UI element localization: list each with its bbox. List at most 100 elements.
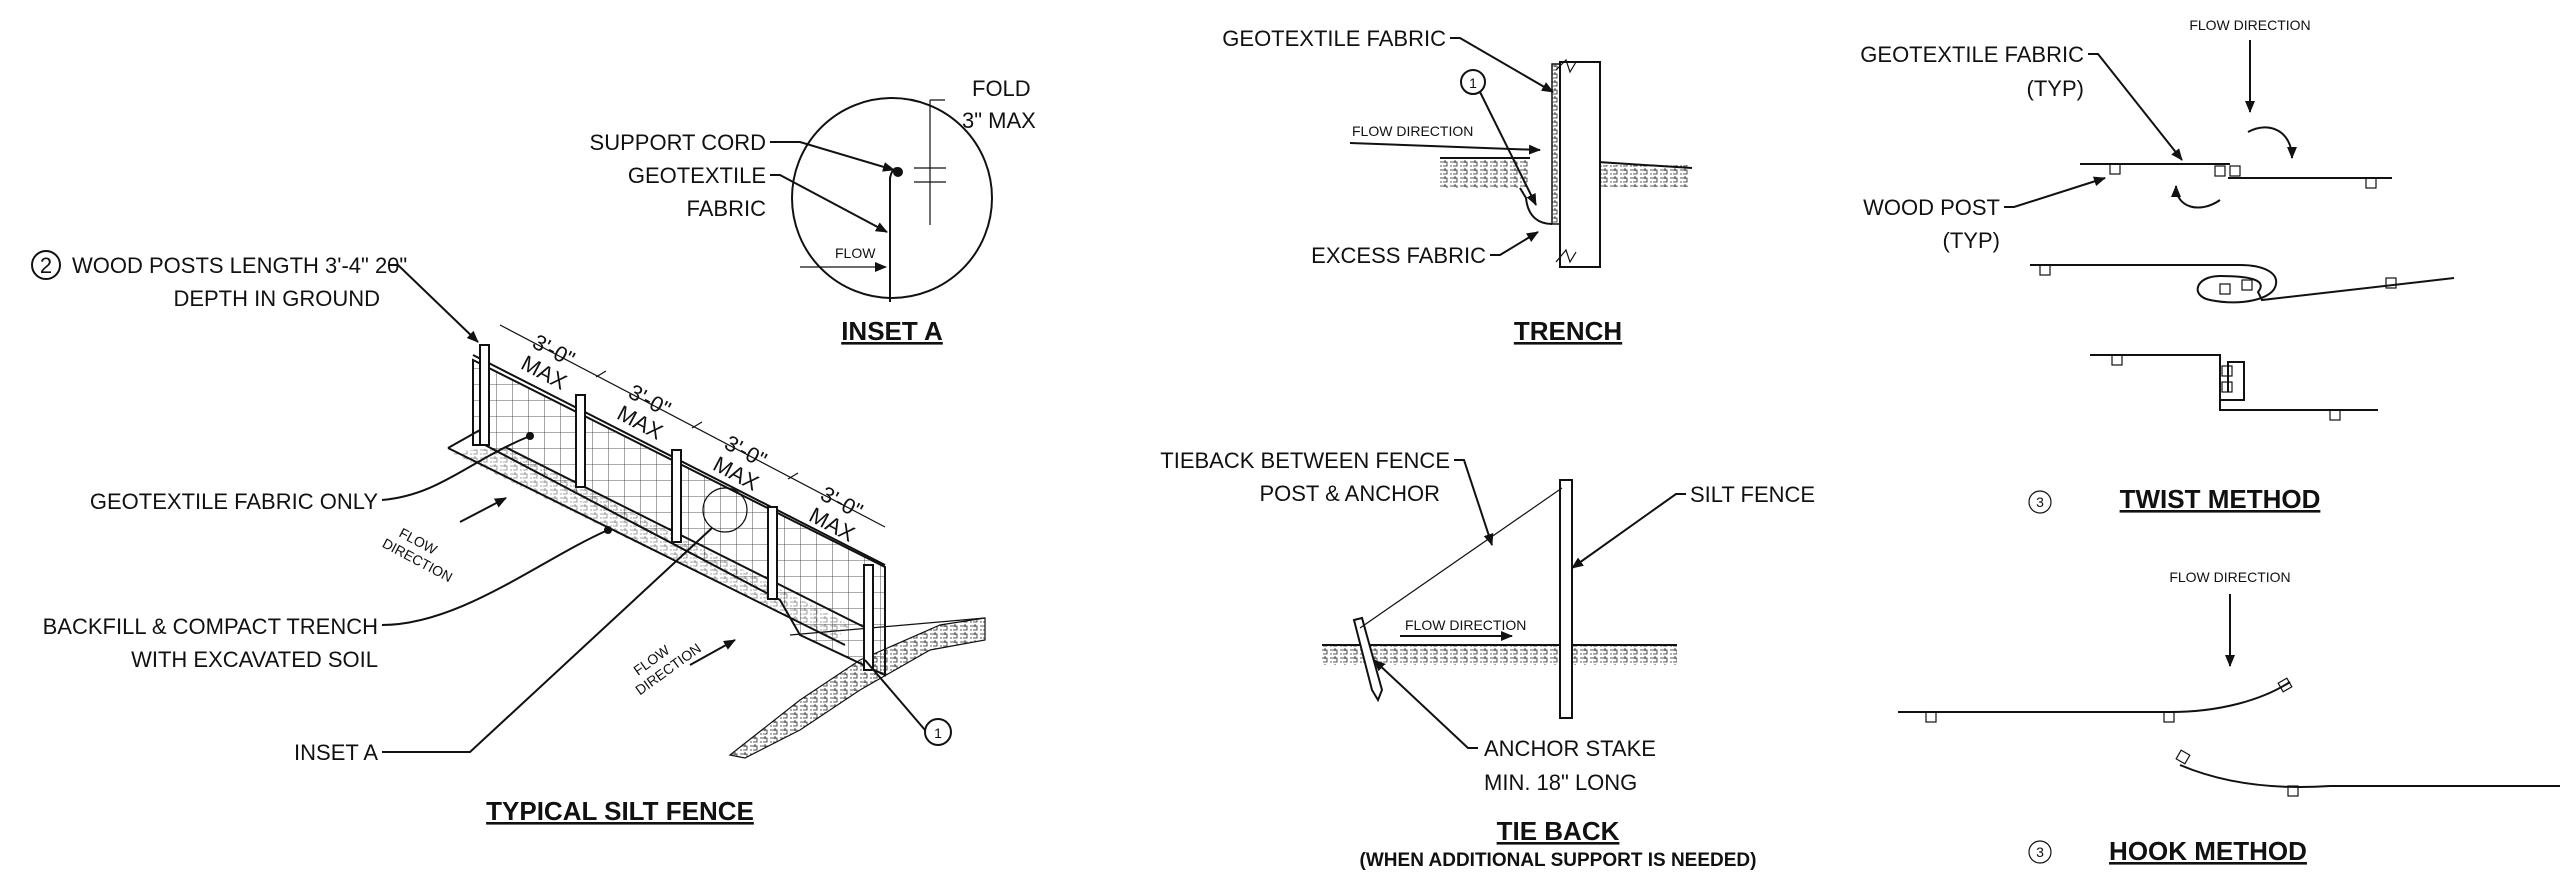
post-break-bottom [1555, 248, 1577, 264]
flow-direction-upper: FLOW DIRECTION [380, 525, 455, 586]
post-square [2365, 177, 2377, 189]
wood-posts-label-line1: WOOD POSTS LENGTH 3'-4" 20" [72, 253, 407, 278]
trench-geotextile-leader [1450, 37, 1554, 93]
tieback-rope [1359, 487, 1563, 629]
tie-back-subtitle: (WHEN ADDITIONAL SUPPORT IS NEEDED) [1360, 850, 1757, 871]
anchor-stake [1352, 616, 1384, 703]
anchor-stake-label-line1: ANCHOR STAKE [1484, 736, 1656, 761]
inset-a-callout-leader [382, 527, 713, 753]
post-section [1559, 61, 1601, 268]
left-soil-hatch [1440, 158, 1528, 188]
fold-dimension-line [914, 99, 946, 225]
rotate-arrow-upper [2247, 126, 2297, 159]
silt-fence-post [1559, 479, 1573, 719]
twist-detail-marker-number: 3 [2036, 494, 2044, 510]
inset-a-detail: FOLD 3" MAX SUPPORT CORD GEOTEXTILE FABR… [590, 76, 1037, 346]
inset-a-title: INSET A [841, 316, 943, 346]
twist-geotextile-leader [2088, 53, 2183, 161]
excess-fabric-curve [1519, 187, 1553, 225]
post-square [2329, 409, 2341, 421]
geotextile-fabric-only-label: GEOTEXTILE FABRIC ONLY [90, 489, 378, 514]
twist-post-label-line2: (TYP) [1943, 228, 2000, 253]
rotate-arrow-lower [2171, 185, 2221, 209]
inset-geotextile-label-line1: GEOTEXTILE [628, 163, 766, 188]
slope-soil-hatch [728, 617, 986, 759]
support-cord-leader [770, 141, 895, 172]
post-square [2241, 279, 2253, 291]
support-cord-label: SUPPORT CORD [590, 130, 766, 155]
fold-label-line2: 3" MAX [962, 108, 1036, 133]
tieback-label-line2: POST & ANCHOR [1259, 481, 1440, 506]
post-square [2221, 365, 2233, 377]
post-square [2219, 283, 2231, 295]
post-square [2229, 165, 2241, 177]
trench-detail-marker-number: 1 [934, 725, 942, 741]
post-square [2221, 381, 2233, 393]
inset-geotextile-label-line2: FABRIC [687, 196, 767, 221]
trench-marker-number: 1 [1469, 75, 1477, 91]
post-square [2385, 277, 2397, 289]
trench-marker-leader [864, 659, 926, 731]
trench-flow-arrow [1349, 142, 1541, 155]
wood-posts-leader [388, 264, 479, 343]
post-square [1925, 711, 1937, 723]
inset-flow-label: FLOW [835, 245, 876, 261]
trench-backfill-strip [450, 447, 850, 640]
post-square [2163, 711, 2175, 723]
tie-back-title: TIE BACK [1497, 816, 1620, 846]
wood-post [479, 344, 490, 446]
anchor-stake-label-line2: MIN. 18" LONG [1484, 770, 1637, 795]
post-square [2287, 785, 2299, 797]
inset-a-callout-label: INSET A [294, 740, 378, 765]
wood-post [767, 506, 778, 600]
trench-detail-marker [924, 718, 952, 746]
trench-geotextile-label: GEOTEXTILE FABRIC [1222, 26, 1446, 51]
wood-post [671, 449, 682, 543]
locked-fabric [2090, 354, 2378, 411]
twist-flow-label: FLOW DIRECTION [2189, 17, 2310, 33]
post-detail-marker [31, 250, 61, 280]
twist-method-detail: FLOW DIRECTION GEOTEXTILE FABRIC (TYP) W… [1860, 17, 2455, 514]
hook-method-detail: FLOW DIRECTION 3 HOOK METHOD [1898, 569, 2560, 866]
tie-back-detail: TIEBACK BETWEEN FENCE POST & ANCHOR SILT… [1160, 448, 1815, 871]
hook-flow-label: FLOW DIRECTION [2169, 569, 2290, 585]
twist-geotextile-label-line1: GEOTEXTILE FABRIC [1860, 42, 2084, 67]
twist-method-title: TWIST METHOD [2120, 484, 2321, 514]
wood-post [863, 564, 874, 671]
flow-direction-lower: FLOW DIRECTION [630, 640, 704, 698]
twist-post-leader [2004, 176, 2106, 208]
flow-arrow-upper [459, 497, 507, 523]
fabric-section [1551, 63, 1561, 225]
excess-fabric-leader [1490, 231, 1539, 256]
geotextile-fabric-only-leader [381, 435, 531, 501]
silt-fence-leader [1571, 493, 1686, 569]
wood-posts-label-line2: DEPTH IN GROUND [173, 286, 380, 311]
excess-fabric-label: EXCESS FABRIC [1311, 243, 1486, 268]
hook-fabric-upper [1898, 681, 2291, 713]
post-square [2039, 264, 2051, 276]
hook-detail-marker [2028, 840, 2052, 864]
anchor-stake-leader [1373, 659, 1478, 749]
twist-detail-marker [2028, 490, 2052, 514]
trench-detail: GEOTEXTILE FABRIC 1 FLOW DIRECTION EXCES… [1222, 26, 1693, 346]
tieback-label-line1: TIEBACK BETWEEN FENCE [1160, 448, 1450, 473]
post-square [2277, 677, 2293, 693]
wood-post [575, 394, 586, 488]
fabric-line [889, 167, 901, 302]
post-detail-marker-number: 2 [40, 253, 52, 278]
twist-geotextile-label-line2: (TYP) [2027, 76, 2084, 101]
tieback-soil-hatch [1322, 645, 1677, 665]
tieback-flow-label: FLOW DIRECTION [1405, 617, 1526, 633]
trench-front-edge [447, 447, 846, 646]
hook-fabric-lower [2179, 764, 2560, 789]
fold-label-line1: FOLD [972, 76, 1031, 101]
flow-arrow-lower [689, 639, 736, 666]
twisted-fabric-left [2030, 264, 2455, 304]
right-soil-hatch [1600, 165, 1690, 187]
support-cord-dot [893, 167, 903, 177]
inset-a-circle [791, 97, 993, 299]
inset-a-reference-circle [702, 487, 748, 533]
post-square [2111, 354, 2123, 366]
post-break-top [1555, 58, 1577, 74]
